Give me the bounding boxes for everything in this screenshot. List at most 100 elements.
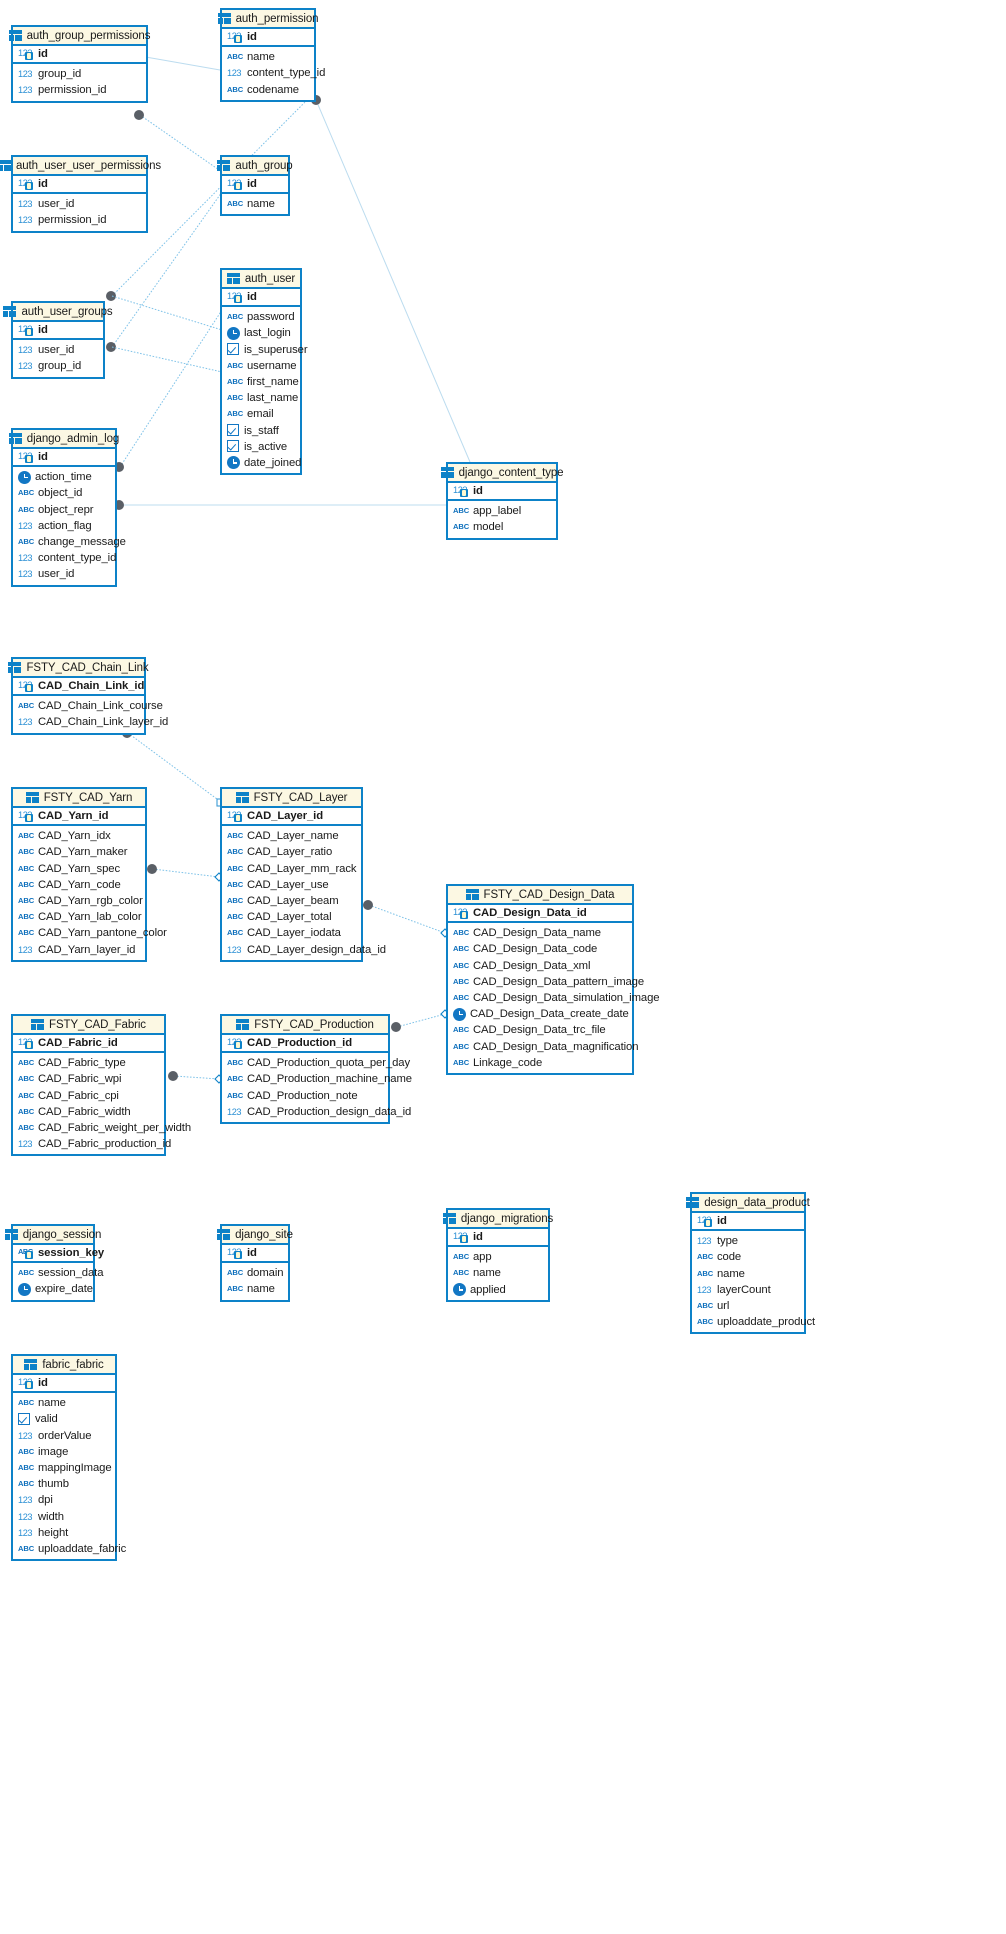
primary-key-row[interactable]: 123id [13, 1375, 115, 1391]
primary-key-row[interactable]: 123id [13, 449, 115, 465]
entity-table-django_content_type[interactable]: django_content_type123idABCapp_labelABCm… [440, 462, 564, 540]
entity-header[interactable]: FSTY_CAD_Fabric [13, 1016, 164, 1035]
entity-header[interactable]: FSTY_CAD_Production [222, 1016, 388, 1035]
entity-header[interactable]: FSTY_CAD_Design_Data [448, 886, 632, 905]
field-row[interactable]: last_login [222, 325, 300, 341]
entity-header[interactable]: django_content_type [440, 464, 564, 483]
primary-key-row[interactable]: 123id [13, 322, 103, 338]
field-row[interactable]: valid [13, 1411, 115, 1427]
primary-key-row[interactable]: 123id [13, 176, 146, 192]
entity-header[interactable]: auth_user [222, 270, 300, 289]
entity-table-django_session[interactable]: django_sessionABCsession_keyABCsession_d… [4, 1224, 104, 1302]
field-row[interactable]: is_active [222, 439, 300, 455]
entity-table-fabric_fabric[interactable]: fabric_fabric123idABCnamevalid123orderVa… [11, 1354, 126, 1562]
entity-table-FSTY_CAD_Design_Data[interactable]: FSTY_CAD_Design_Data123CAD_Design_Data_i… [446, 884, 660, 1075]
entity-header[interactable]: django_admin_log [8, 430, 119, 449]
primary-key-row[interactable]: 123id [448, 483, 556, 499]
entity-table-auth_group_permissions[interactable]: auth_group_permissions123id123group_id12… [8, 25, 150, 103]
entity-table-django_admin_log[interactable]: django_admin_log123idaction_timeABCobjec… [8, 428, 126, 587]
entity-header[interactable]: fabric_fabric [13, 1356, 115, 1375]
field-row[interactable]: is_staff [222, 423, 300, 439]
entity-header[interactable]: design_data_product [686, 1194, 810, 1213]
field-row[interactable]: date_joined [222, 455, 301, 471]
field-row[interactable]: is_superuser [222, 342, 308, 358]
field-row[interactable]: applied [448, 1282, 548, 1298]
entity-table-FSTY_CAD_Chain_Link[interactable]: FSTY_CAD_Chain_Link123CAD_Chain_Link_idA… [8, 657, 168, 735]
entity-table-auth_permission[interactable]: auth_permission123idABCname123content_ty… [217, 8, 325, 102]
entity-header[interactable]: auth_user_groups [3, 303, 113, 322]
entity-table-FSTY_CAD_Fabric[interactable]: FSTY_CAD_Fabric123CAD_Fabric_idABCCAD_Fa… [11, 1014, 191, 1157]
primary-key-row[interactable]: 123id [692, 1213, 804, 1229]
entity-header[interactable]: django_migrations [442, 1210, 553, 1229]
primary-key-row[interactable]: 123id [13, 46, 146, 62]
entity-header[interactable]: django_site [217, 1226, 293, 1245]
entity-header[interactable]: FSTY_CAD_Chain_Link [8, 659, 149, 678]
entity-table-auth_user_groups[interactable]: auth_user_groups123id123user_id123group_… [3, 301, 113, 379]
primary-key-row[interactable]: 123id [222, 176, 288, 192]
entity-header[interactable]: auth_group_permissions [8, 27, 150, 46]
primary-key-row[interactable]: 123id [448, 1229, 548, 1245]
primary-key-row[interactable]: 123id [222, 29, 314, 45]
entity-table-design_data_product[interactable]: design_data_product123id123typeABCcodeAB… [686, 1192, 815, 1335]
